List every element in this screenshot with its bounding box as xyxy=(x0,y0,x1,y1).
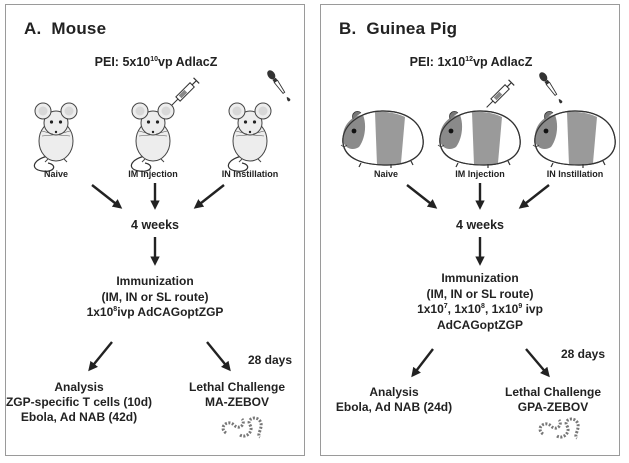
analysis-title: Analysis xyxy=(54,380,104,394)
analysis-block: Analysis ZGP-specific T cells (10d) Ebol… xyxy=(6,380,152,425)
arrows xyxy=(88,183,231,372)
guinea-pig-artwork xyxy=(340,70,616,440)
challenge-block: Lethal Challenge GPA-ZEBOV xyxy=(505,385,601,415)
analysis-line: Ebola, Ad NAB (24d) xyxy=(335,400,453,414)
immunization-title: Immunization xyxy=(116,274,194,288)
group-label-in: IN Instillation xyxy=(221,169,279,179)
panel-mouse: A. Mouse PEI: 5x1010vp AdlacZ xyxy=(5,4,305,456)
analysis-block: Analysis Ebola, Ad NAB (24d) xyxy=(336,385,452,415)
analysis-line: Ebola, Ad NAB (42d) xyxy=(20,410,138,424)
panel-label: B. xyxy=(339,19,357,38)
immunization-route: (IM, IN or SL route) xyxy=(426,286,534,301)
virus-icon xyxy=(538,417,580,440)
dropper-icon xyxy=(265,68,293,104)
immunization-block: Immunization (IM, IN or SL route) 1x107,… xyxy=(417,271,543,333)
panel-title-text: Guinea Pig xyxy=(366,19,458,38)
immunization-block: Immunization (IM, IN or SL route) 1x108i… xyxy=(87,274,224,321)
dropper-icon xyxy=(537,70,565,106)
immunization-route: (IM, IN or SL route) xyxy=(101,289,209,304)
mouse-naive-icon xyxy=(33,102,78,172)
challenge-strain: GPA-ZEBOV xyxy=(517,400,589,414)
mouse-in-icon xyxy=(227,102,272,172)
group-label-im: IM Injection xyxy=(455,169,505,179)
arrows xyxy=(406,183,550,378)
immunization-dose: 1x107, 1x108, 1x109 ivp xyxy=(417,302,543,316)
guinea-pig-in-icon xyxy=(532,110,616,169)
panel-guinea-pig: B. Guinea Pig PEI: 1x1012vp AdlacZ xyxy=(320,4,620,456)
pei-dose: PEI: 1x1012vp AdlacZ xyxy=(409,55,533,69)
panel-title-text: Mouse xyxy=(51,19,107,38)
challenge-strain: MA-ZEBOV xyxy=(205,395,269,409)
delay-label: 28 days xyxy=(247,353,293,367)
group-label-naive: Naive xyxy=(43,169,69,179)
mouse-artwork xyxy=(33,68,293,439)
delay-label: 28 days xyxy=(560,347,606,361)
virus-icon xyxy=(221,416,263,439)
panel-title: B. Guinea Pig xyxy=(339,19,457,39)
challenge-title: Lethal Challenge xyxy=(188,380,286,394)
group-label-im: IM Injection xyxy=(128,169,178,179)
guinea-pig-naive-icon xyxy=(340,110,424,169)
interval-label: 4 weeks xyxy=(456,218,504,232)
immunization-title: Immunization xyxy=(441,271,519,285)
challenge-title: Lethal Challenge xyxy=(504,385,602,399)
immunization-construct: AdCAGoptZGP xyxy=(436,317,523,332)
mouse-im-icon xyxy=(130,102,175,172)
panel-label: A. xyxy=(24,19,42,38)
challenge-block: Lethal Challenge MA-ZEBOV xyxy=(189,380,285,410)
guinea-pig-im-icon xyxy=(437,110,521,169)
pei-dose: PEI: 5x1010vp AdlacZ xyxy=(94,55,218,69)
syringe-icon xyxy=(483,79,515,111)
immunization-dose: 1x108ivp AdCAGoptZGP xyxy=(86,305,224,319)
group-label-naive: Naive xyxy=(373,169,399,179)
interval-label: 4 weeks xyxy=(131,218,179,232)
group-label-in: IN Instillation xyxy=(546,169,604,179)
syringe-icon xyxy=(168,77,200,109)
analysis-title: Analysis xyxy=(369,385,419,399)
analysis-line: ZGP-specific T cells (10d) xyxy=(5,395,153,409)
panel-title: A. Mouse xyxy=(24,19,106,39)
